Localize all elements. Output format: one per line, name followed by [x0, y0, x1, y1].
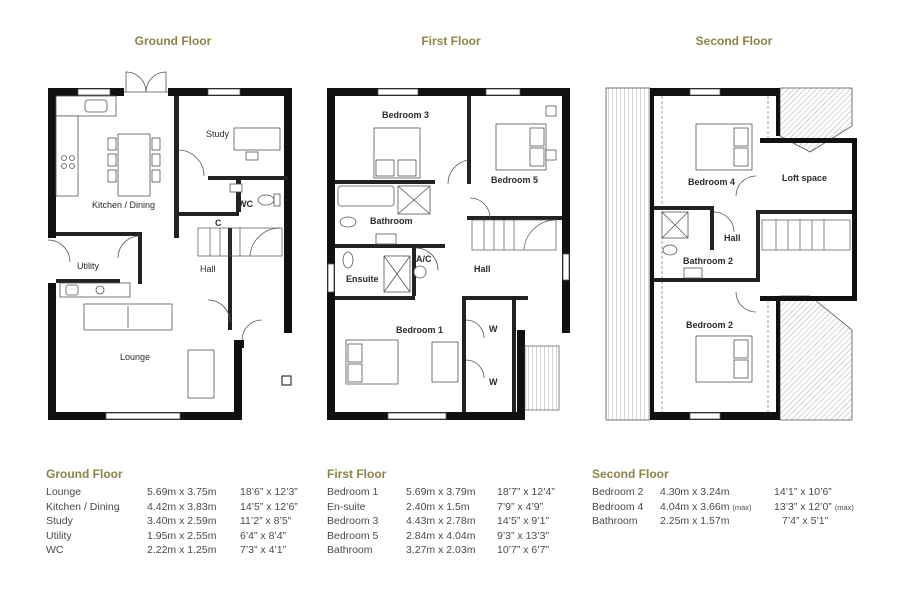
room-name: Bedroom 2	[592, 486, 644, 498]
room-name: Bathroom	[327, 544, 373, 557]
wc-label: WC	[238, 199, 253, 209]
room-metric: 4.04m x 3.66m (max)	[660, 501, 774, 516]
room-imperial: 14’5” x 9’1”	[497, 515, 549, 528]
second-floor-schedule-title: Second Floor	[592, 467, 669, 481]
bedroom2-label: Bedroom 2	[686, 320, 733, 330]
first-floor-plan: Bedroom 3 Bedroom 5 Bathroom A/C Ensuite…	[327, 88, 570, 420]
room-imperial: 14’1” x 10’6”	[774, 486, 854, 501]
table-row: Bedroom 2 4.30m x 3.24m 14’1” x 10’6”	[592, 486, 854, 501]
room-name: Bedroom 4	[592, 500, 644, 513]
study-label: Study	[206, 129, 230, 139]
second-floor-schedule: Bedroom 2 4.30m x 3.24m 14’1” x 10’6” Be…	[592, 486, 854, 530]
room-metric: 3.27m x 2.03m	[406, 544, 476, 557]
second-floor-title: Second Floor	[695, 34, 773, 48]
wardrobe1-label: W	[489, 324, 498, 334]
room-imperial: 6’4” x 8’4”	[240, 529, 287, 542]
imperial-value: 13’3” x 12’0”	[774, 500, 832, 513]
table-row: Lounge 5.69m x 3.75m 18’6” x 12’3”	[46, 486, 298, 501]
room-metric: 5.69m x 3.79m	[406, 486, 476, 498]
room-imperial: 9’3” x 13’3”	[497, 529, 549, 542]
room-name: Lounge	[46, 486, 82, 498]
bathroom2-label: Bathroom 2	[683, 256, 733, 266]
table-row: Bedroom 1 5.69m x 3.79m 18’7” x 12’4”	[327, 486, 555, 501]
first-floor-schedule: Bedroom 1 5.69m x 3.79m 18’7” x 12’4” En…	[327, 486, 555, 559]
room-imperial: 11’2” x 8’5”	[240, 515, 292, 528]
room-imperial: 14’5” x 12’6”	[240, 500, 298, 513]
ground-floor-title: Ground Floor	[134, 34, 212, 48]
bathroom-label: Bathroom	[370, 216, 413, 226]
room-name: Kitchen / Dining	[46, 500, 120, 513]
room-metric: 4.30m x 3.24m	[660, 486, 774, 501]
room-metric: 2.22m x 1.25m	[147, 544, 217, 557]
metric-value: 4.30m x 3.24m	[660, 486, 730, 498]
room-imperial: 13’3” x 12’0” (max)	[774, 501, 854, 516]
ensuite-label: Ensuite	[346, 274, 379, 284]
ground-floor-schedule: Lounge 5.69m x 3.75m 18’6” x 12’3” Kitch…	[46, 486, 298, 559]
table-row: Utility 1.95m x 2.55m 6’4” x 8’4”	[46, 530, 298, 545]
wardrobe2-label: W	[489, 377, 498, 387]
room-metric: 2.25m x 1.57m	[660, 515, 774, 530]
utility-label: Utility	[77, 261, 99, 271]
table-row: Bathroom 3.27m x 2.03m 10’7” x 6’7”	[327, 544, 555, 559]
imperial-value: 7’4” x 5’1”	[782, 515, 829, 528]
room-metric: 5.69m x 3.75m	[147, 486, 217, 498]
table-row: En-suite 2.40m x 1.5m 7’9” x 4’9”	[327, 501, 555, 516]
floor-plans: Study Kitchen / Dining WC C Utility Hall…	[47, 71, 857, 421]
table-row: Bedroom 5 2.84m x 4.04m 9’3” x 13’3”	[327, 530, 555, 545]
metric-value: 4.04m x 3.66m	[660, 500, 730, 513]
room-imperial: 7’3” x 4’1”	[240, 544, 287, 557]
room-metric: 2.40m x 1.5m	[406, 500, 470, 513]
bedroom3-label: Bedroom 3	[382, 110, 429, 120]
table-row: Bedroom 3 4.43m x 2.78m 14’5” x 9’1”	[327, 515, 555, 530]
ground-floor-schedule-title: Ground Floor	[46, 467, 123, 481]
table-row: Kitchen / Dining 4.42m x 3.83m 14’5” x 1…	[46, 501, 298, 516]
room-metric: 4.42m x 3.83m	[147, 500, 217, 513]
lounge-label: Lounge	[120, 352, 150, 362]
cupboard-label: C	[215, 218, 222, 228]
room-name: Utility	[46, 529, 72, 542]
room-name: WC	[46, 544, 64, 557]
ac-label: A/C	[416, 254, 432, 264]
imperial-value: 14’1” x 10’6”	[774, 486, 832, 498]
bedroom4-label: Bedroom 4	[688, 177, 735, 187]
first-hall-label: Hall	[474, 264, 491, 274]
metric-note: (max)	[732, 502, 752, 512]
table-row: WC 2.22m x 1.25m 7’3” x 4’1”	[46, 544, 298, 559]
bedroom5-label: Bedroom 5	[491, 175, 538, 185]
room-name: Bedroom 3	[327, 515, 379, 528]
metric-value: 2.25m x 1.57m	[660, 515, 730, 528]
table-row: Bathroom 2.25m x 1.57m 7’4” x 5’1”	[592, 515, 854, 530]
room-metric: 2.84m x 4.04m	[406, 529, 476, 542]
room-name: Bathroom	[592, 515, 638, 528]
bedroom1-label: Bedroom 1	[396, 325, 443, 335]
table-row: Study 3.40m x 2.59m 11’2” x 8’5”	[46, 515, 298, 530]
room-metric: 1.95m x 2.55m	[147, 529, 217, 542]
room-name: Bedroom 5	[327, 529, 379, 542]
imperial-note: (max)	[834, 502, 854, 512]
room-metric: 3.40m x 2.59m	[147, 515, 217, 528]
room-imperial: 7’4” x 5’1”	[774, 515, 854, 530]
room-name: Bedroom 1	[327, 486, 379, 498]
room-imperial: 18’7” x 12’4”	[497, 486, 555, 498]
ground-floor-plan: Study Kitchen / Dining WC C Utility Hall…	[47, 71, 292, 420]
room-metric: 4.43m x 2.78m	[406, 515, 476, 528]
loft-space-label: Loft space	[782, 173, 827, 183]
ground-hall-label: Hall	[200, 264, 216, 274]
first-floor-title: First Floor	[421, 34, 481, 48]
table-row: Bedroom 4 4.04m x 3.66m (max) 13’3” x 12…	[592, 501, 854, 516]
second-hall-label: Hall	[724, 233, 741, 243]
kitchen-dining-label: Kitchen / Dining	[92, 200, 155, 210]
first-floor-schedule-title: First Floor	[327, 467, 387, 481]
second-floor-plan: Bedroom 4 Loft space Hall Bathroom 2 Bed…	[605, 87, 857, 421]
room-name: Study	[46, 515, 73, 528]
room-imperial: 18’6” x 12’3”	[240, 486, 298, 498]
room-imperial: 10’7” x 6’7”	[497, 544, 549, 557]
room-imperial: 7’9” x 4’9”	[497, 500, 544, 513]
room-name: En-suite	[327, 500, 366, 513]
